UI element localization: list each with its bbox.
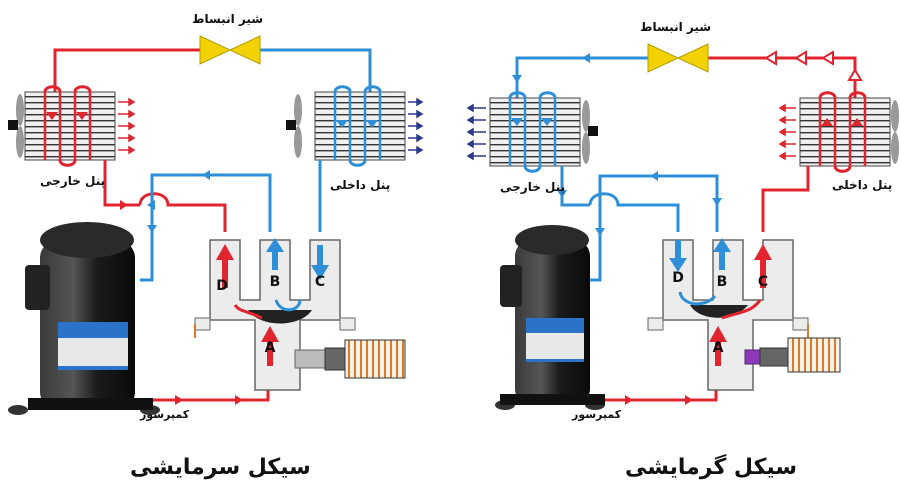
cooling-outdoor-fan-icon [8, 94, 24, 158]
heating-port-c-label: C [758, 274, 768, 290]
heating-pipe-b-to-suction [590, 174, 719, 282]
cooling-pipe-top-right [255, 48, 372, 92]
heating-pipe-outdoor-down [560, 166, 590, 207]
heating-port-a-label: A [713, 340, 724, 356]
heating-pipe-bridge [588, 192, 680, 232]
heating-expansion-valve-label: شیر انبساط [640, 20, 712, 34]
cooling-compressor-label: کمپرسور [140, 408, 190, 421]
heating-pipe-top-left [515, 56, 650, 98]
cooling-solenoid-coil [294, 339, 406, 379]
cooling-pipe-b-to-suction [140, 173, 272, 282]
heating-solenoid-coil [744, 337, 841, 373]
cooling-valve-flow-arrows [216, 238, 329, 366]
cooling-port-c-label: C [315, 274, 325, 290]
heating-indoor-panel-label: پنل داخلی [832, 178, 893, 192]
cooling-port-d-label: D [216, 278, 228, 294]
cooling-cycle: D B C A [8, 35, 424, 415]
heating-pipe-c-to-indoor [761, 166, 810, 232]
heating-port-b-label: B [717, 274, 728, 290]
heating-expansion-valve [647, 43, 709, 73]
cooling-pipe-top-left [53, 48, 205, 92]
heating-valve-flow-arrows [669, 238, 772, 366]
heating-pipe-arrows [557, 171, 722, 405]
heating-compressor-label: کمپرسور [572, 408, 622, 421]
cooling-expansion-valve-label: شیر انبساط [192, 12, 264, 26]
cooling-port-a-label: A [265, 340, 276, 356]
heating-pipe-open-arrows [764, 50, 863, 81]
heating-indoor-coil [799, 91, 891, 173]
heating-cycle-title: سیکل گرمایشی [625, 455, 797, 480]
cooling-indoor-fan-icon [286, 94, 302, 158]
cooling-pipe-outdoor-to-d [103, 160, 140, 207]
cooling-indoor-air-arrows [408, 97, 424, 155]
cooling-pipe-bridge [138, 192, 227, 232]
heating-outdoor-fan-icon [582, 100, 598, 164]
heating-pipe-discharge [590, 370, 718, 402]
cooling-outdoor-heat-arrows [118, 97, 136, 155]
cooling-pipe-discharge [140, 370, 270, 402]
cooling-indoor-panel-label: پنل داخلی [330, 178, 391, 192]
heating-compressor [495, 225, 605, 410]
heating-pipe-blue-arrows [512, 53, 590, 83]
heating-cycle: D B C A [466, 43, 899, 410]
cooling-reversing-valve [194, 239, 356, 391]
heating-indoor-fan-icon [891, 100, 899, 164]
cooling-expansion-valve [199, 35, 261, 65]
heating-outdoor-air-arrows [466, 103, 486, 161]
cooling-port-b-label: B [270, 274, 281, 290]
cooling-outdoor-coil [24, 85, 116, 167]
heating-outdoor-panel-label: پنل خارجی [500, 180, 566, 194]
cooling-outdoor-panel-label: پنل خارجی [40, 174, 106, 188]
cooling-cycle-title: سیکل سرمایشی [130, 455, 311, 480]
cooling-pipe-arrows [120, 170, 243, 405]
cooling-indoor-coil [314, 85, 406, 167]
heating-indoor-heat-arrows [778, 103, 796, 161]
heating-outdoor-coil [489, 91, 581, 173]
cooling-compressor [8, 222, 160, 415]
heating-port-d-label: D [672, 270, 684, 286]
heating-pipe-top-right [705, 56, 857, 98]
